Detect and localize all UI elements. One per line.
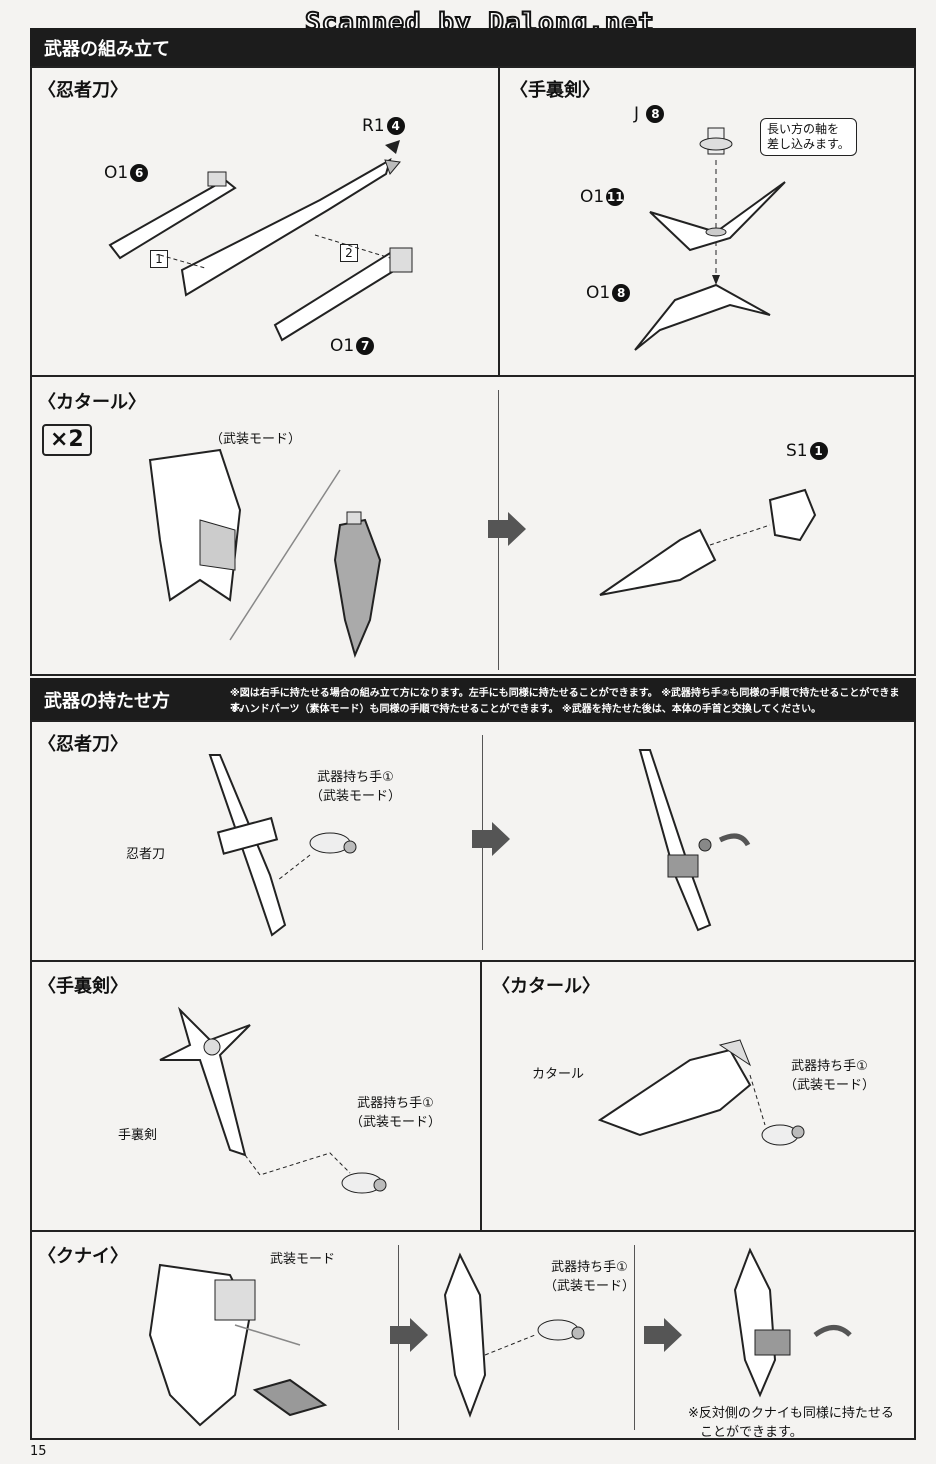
assembly-header-text: 武器の組み立て [44, 39, 170, 60]
hand-label: 武器持ち手① （武装モード） [350, 1092, 441, 1130]
callout-line: 長い方の軸を [767, 122, 840, 136]
multiplier-badge: ×2 [42, 424, 92, 456]
weapon-label: 忍者刀 [126, 847, 166, 862]
section-title-ninjato: 〈忍者刀〉 [38, 80, 128, 101]
holding-frame [30, 720, 916, 1440]
kunai-held-drawing [733, 1247, 852, 1398]
arrow-next-icon [472, 822, 510, 856]
divider [30, 1230, 916, 1232]
section-title-kunai-hold: 〈クナイ〉 [38, 1246, 128, 1267]
ninjato-assembly-drawing [108, 140, 413, 342]
ninjato-held-drawing [638, 749, 751, 932]
hand-label-line: （武装モード） [784, 1078, 876, 1093]
hand-label: 武器持ち手① （武装モード） [310, 766, 401, 804]
holding-note-line: ※ハンドパーツ（素体モード）も同様の手順で持たせることができます。 ※武器を持た… [230, 704, 822, 715]
section-title-katar-hold: 〈カタール〉 [492, 976, 600, 997]
note-line: ※反対側のクナイも同様に持たせる [688, 1406, 894, 1421]
section-title-shuriken-hold: 〈手裏剣〉 [38, 976, 128, 997]
hand-label: 武器持ち手① （武装モード） [784, 1055, 875, 1093]
part-number: 7 [356, 337, 375, 355]
holding-header: 武器の持たせ方 ※図は右手に持たせる場合の組み立て方になります。左手にも同様に持… [30, 678, 916, 720]
page-number: 15 [30, 1444, 47, 1459]
divider [498, 66, 500, 376]
kunai-hold-drawing [443, 1252, 585, 1418]
katar-hold-drawing [597, 1039, 805, 1146]
weapon-label: カタール [532, 1067, 585, 1082]
arrow-next-icon [488, 512, 526, 546]
assembly-frame [30, 66, 916, 676]
divider [30, 375, 916, 377]
shuriken-hold-drawing [159, 1006, 387, 1194]
part-code: R1 [362, 116, 385, 136]
step-marker-2: 2 [340, 244, 358, 262]
part-code: O1 [330, 336, 355, 356]
part-code: S1 [786, 441, 808, 461]
weapon-label: 手裏剣 [118, 1128, 158, 1143]
hand-label-line: （武装モード） [310, 789, 402, 804]
shuriken-callout: 長い方の軸を 差し込みます。 [760, 118, 857, 156]
holding-header-text: 武器の持たせ方 [44, 691, 170, 712]
assembly-header: 武器の組み立て [30, 28, 916, 66]
hand-label-line: 武器持ち手① [357, 1096, 434, 1111]
kunai-note: ※反対側のクナイも同様に持たせる ことができます。 [688, 1402, 894, 1440]
mode-label: （武装モード） [210, 432, 302, 447]
step-marker-1: 1 [150, 250, 168, 268]
part-label-j-8: J 8 [634, 104, 665, 124]
section-title-katar: 〈カタール〉 [38, 392, 146, 413]
shuriken-assembly-drawing [634, 127, 786, 351]
section-title-ninjato-hold: 〈忍者刀〉 [38, 734, 128, 755]
part-code: O1 [104, 163, 129, 183]
mode-label: 武装モード [270, 1252, 336, 1267]
hand-label-line: 武器持ち手① [551, 1260, 628, 1275]
part-number: 11 [606, 188, 625, 206]
part-code: O1 [586, 283, 611, 303]
part-number: 8 [612, 284, 631, 302]
hand-label-line: （武装モード） [544, 1279, 636, 1294]
arrow-next-icon [644, 1318, 682, 1352]
katar-blade-drawing [599, 488, 817, 596]
divider [30, 960, 916, 962]
section-title-shuriken: 〈手裏剣〉 [510, 80, 600, 101]
divider [480, 960, 482, 1230]
ninjato-hold-drawing [208, 754, 357, 937]
part-code: J [634, 104, 640, 124]
note-line: ことができます。 [700, 1425, 803, 1440]
hand-label-line: 武器持ち手① [791, 1059, 868, 1074]
kunai-mode-drawing [148, 1263, 328, 1427]
part-number: 8 [646, 105, 665, 123]
holding-note-line: ※図は右手に持たせる場合の組み立て方になります。左手にも同様に持たせることができ… [230, 688, 900, 714]
hand-label-line: （武装モード） [350, 1115, 442, 1130]
divider [634, 1245, 635, 1430]
part-code: O1 [580, 187, 605, 207]
callout-line: 差し込みます。 [767, 137, 850, 151]
arrow-next-icon [390, 1318, 428, 1352]
part-number: 6 [130, 164, 149, 182]
part-number: 4 [386, 117, 405, 135]
part-number: 1 [809, 442, 828, 460]
hand-label: 武器持ち手① （武装モード） [544, 1256, 635, 1294]
hand-label-line: 武器持ち手① [317, 770, 394, 785]
katar-mode-drawing [148, 448, 382, 658]
